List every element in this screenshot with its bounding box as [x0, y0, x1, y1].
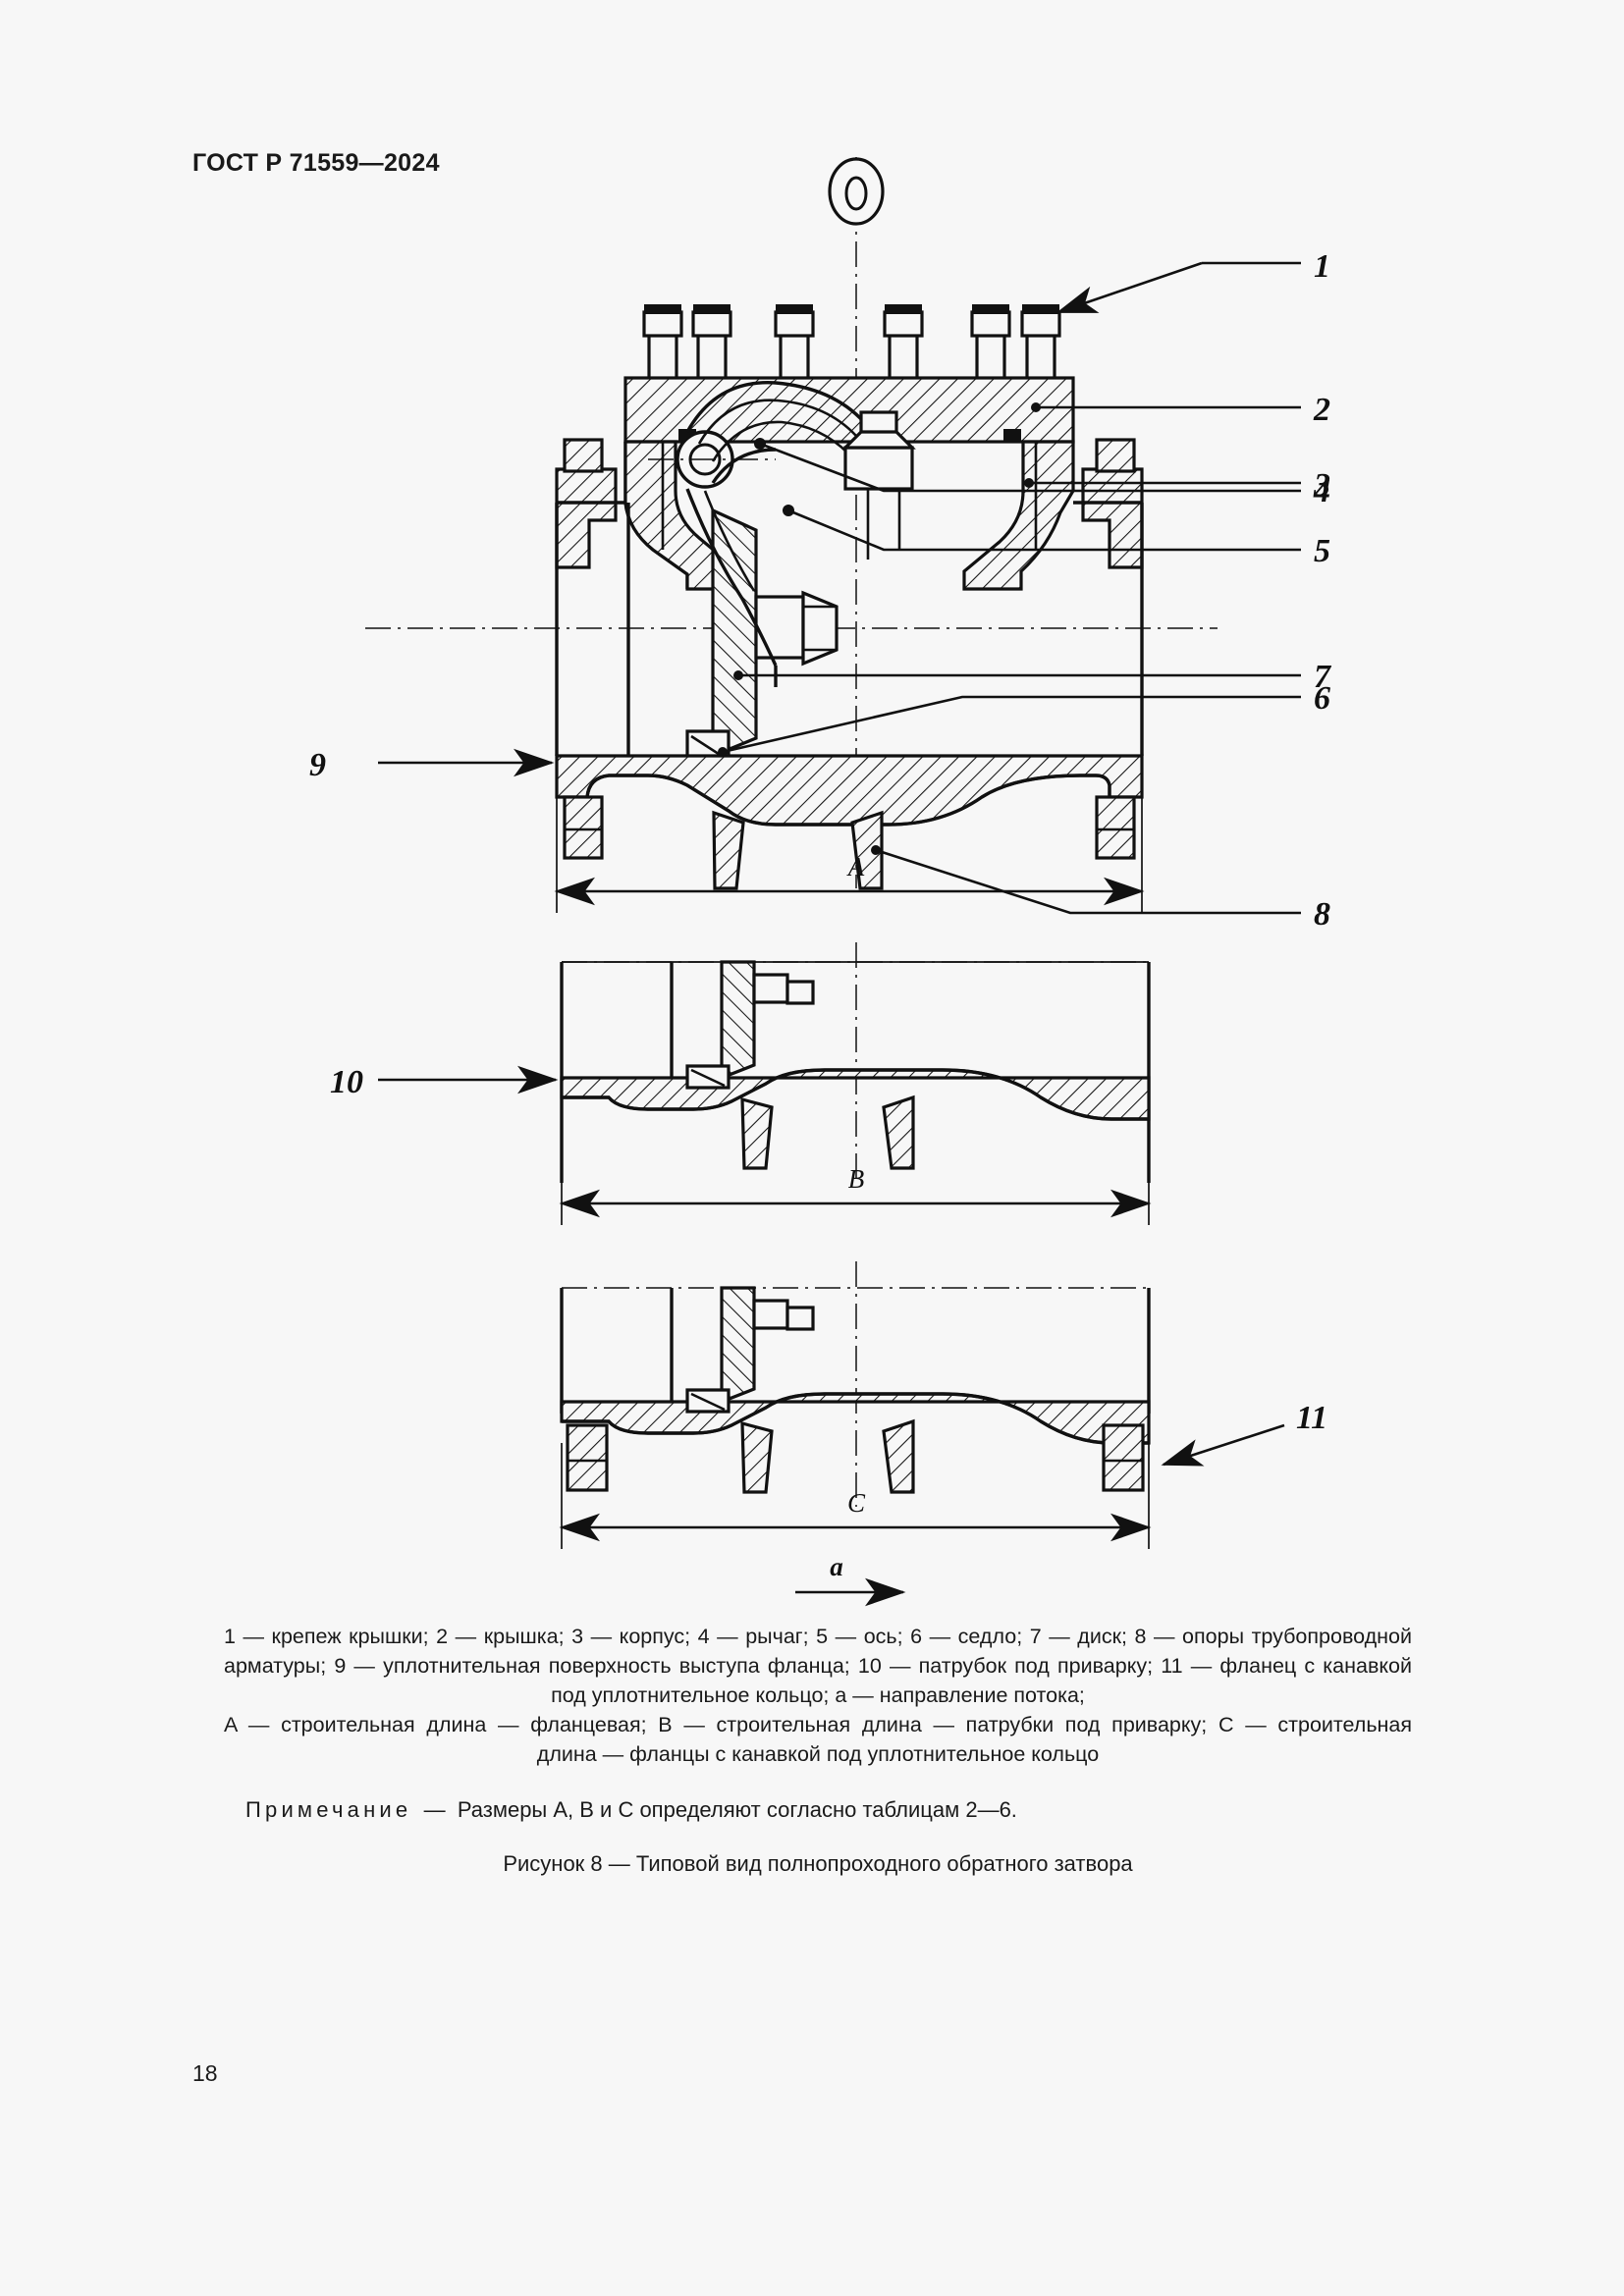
callout-label-10: 10	[330, 1064, 363, 1100]
disc-hub-nut	[754, 590, 839, 667]
note-dash: —	[423, 1797, 446, 1822]
dimension-label-B: B	[848, 1164, 865, 1194]
seat-and-disc	[685, 507, 839, 763]
lower-body-and-supports	[555, 754, 1144, 890]
callout-label-11: 11	[1296, 1400, 1327, 1436]
legend-line-3: под уплотнительное кольцо; a — направлен…	[551, 1683, 1085, 1707]
page-number: 18	[192, 2060, 218, 2086]
lever-arm	[685, 381, 866, 687]
plug-fitting	[841, 410, 916, 560]
callout-label-5: 5	[1314, 533, 1330, 569]
callout-label-9: 9	[309, 747, 326, 783]
callout-leaders-view1	[378, 261, 1301, 915]
legend-line-4: A — строительная длина — фланцевая; B — …	[224, 1713, 1412, 1736]
callout-label-6: 6	[1314, 680, 1330, 717]
right-flange	[1081, 438, 1144, 569]
callout-label-3: 3	[1313, 467, 1330, 504]
lifting-eye-icon	[828, 157, 885, 226]
note-text: Размеры A, B и C определяют согласно таб…	[457, 1797, 1017, 1822]
callout-label-2: 2	[1313, 392, 1330, 428]
dimension-label-A: A	[846, 852, 865, 881]
view-ringjoint-section	[559, 1261, 1285, 1549]
dimension-label-C: C	[847, 1488, 866, 1518]
legend-line-1: 1 — крепеж крышки; 2 — крышка; 3 — корпу…	[224, 1625, 1412, 1648]
callout-label-7: 7	[1314, 659, 1332, 695]
callout-label-1: 1	[1314, 248, 1330, 285]
figure-caption: Рисунок 8 — Типовой вид полнопроходного …	[503, 1851, 1133, 1876]
legend-line-5: длина — фланцы с канавкой под уплотнител…	[536, 1742, 1100, 1766]
callout-label-8: 8	[1314, 896, 1330, 933]
figure-note: Примечание — Размеры A, B и C определяют…	[245, 1794, 1404, 1826]
view-flanged-section	[365, 157, 1301, 915]
legend-line-2: арматуры; 9 — уплотнительная поверхность…	[224, 1654, 1412, 1678]
callout-label-4-main: 4	[1313, 473, 1330, 509]
flow-arrow-label: a	[830, 1552, 843, 1581]
dimension-A	[554, 797, 1145, 913]
figure-8-drawing: 1 2 3 4 4 4 5 7 6 8 9 10 11 A B C a	[309, 157, 1332, 1607]
note-label: Примечание	[245, 1797, 412, 1822]
view-buttweld-section	[378, 942, 1152, 1225]
standard-header: ГОСТ Р 71559—2024	[192, 149, 440, 177]
figure-legend: 1 — крепеж крышки; 2 — крышка; 3 — корпу…	[224, 1622, 1412, 1769]
